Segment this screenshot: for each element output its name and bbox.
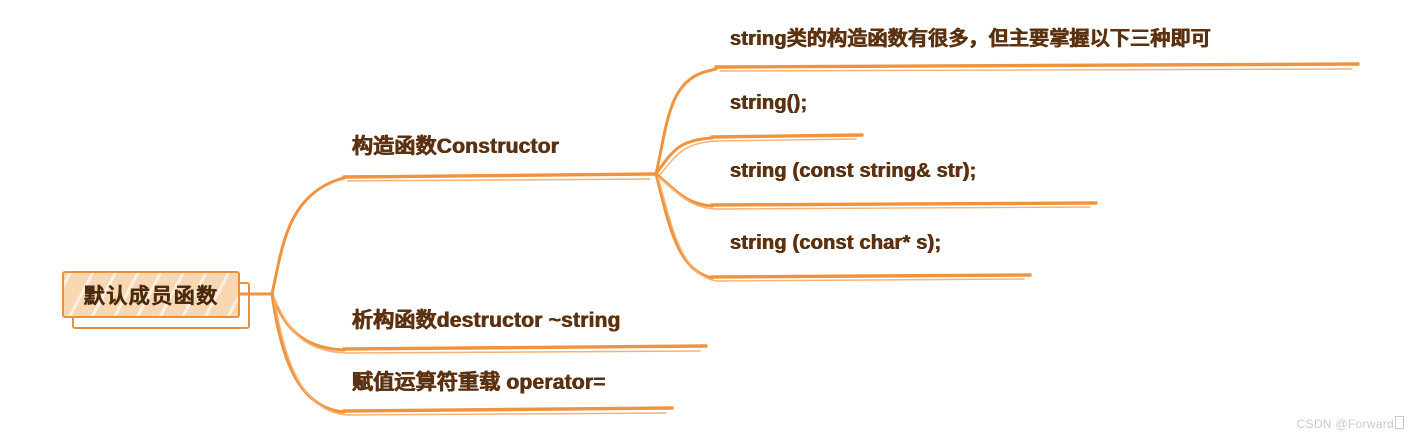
wire-root-to-destructor: [270, 292, 346, 352]
branch-label-assignment[interactable]: 赋值运算符重载 operator=: [352, 371, 606, 394]
underline-assignment-thin: [347, 412, 667, 416]
leaf-label-ctor-copy[interactable]: string (const string& str);: [730, 160, 977, 182]
underline-destructor-thin: [347, 350, 701, 354]
underline-constructor: [342, 172, 658, 179]
wire-root-to-constructor: [270, 176, 346, 296]
underline-assignment: [342, 406, 674, 413]
wire-root-to-assignment: [270, 292, 346, 414]
underline-ctor-copy: [710, 201, 1098, 207]
branch-label-destructor[interactable]: 析构函数destructor ~string: [352, 309, 621, 332]
underline-ctor-default: [710, 133, 864, 139]
wire-ctor-to-default-shadow: [657, 140, 717, 178]
underline-ctor-cstr: [710, 273, 1032, 279]
wire-ctor-to-copy: [654, 172, 714, 208]
wire-ctor-to-cstr-shadow: [657, 176, 717, 282]
underline-ctor-copy-thin: [715, 206, 1091, 210]
wire-root-to-assignment-shadow: [273, 296, 349, 416]
root-node-label: 默认成员函数: [83, 284, 219, 308]
underline-ctor-cstr-thin: [715, 278, 1025, 282]
wire-ctor-to-cstr: [654, 172, 714, 280]
underline-ctor-note-thin: [719, 68, 1353, 72]
root-node[interactable]: 默认成员函数: [62, 271, 240, 318]
watermark-text: CSDN @Forward: [1296, 417, 1394, 431]
wire-ctor-to-note: [654, 67, 718, 176]
leaf-label-ctor-default[interactable]: string();: [730, 92, 808, 114]
branch-label-constructor[interactable]: 构造函数Constructor: [352, 135, 560, 158]
watermark: CSDN @Forward: [1297, 416, 1404, 431]
wire-root-to-destructor-shadow: [273, 296, 349, 354]
leaf-label-ctor-note[interactable]: string类的构造函数有很多，但主要掌握以下三种即可: [730, 28, 1211, 50]
underline-constructor-thin: [347, 178, 651, 182]
leaf-label-ctor-cstr[interactable]: string (const char* s);: [730, 232, 942, 254]
underline-ctor-note: [714, 62, 1360, 69]
watermark-missing-glyph-icon: [1395, 416, 1404, 429]
underline-ctor-default-thin: [715, 138, 857, 142]
underline-destructor: [342, 344, 708, 351]
wire-ctor-to-copy-shadow: [657, 176, 717, 210]
wire-ctor-to-default: [654, 136, 714, 176]
